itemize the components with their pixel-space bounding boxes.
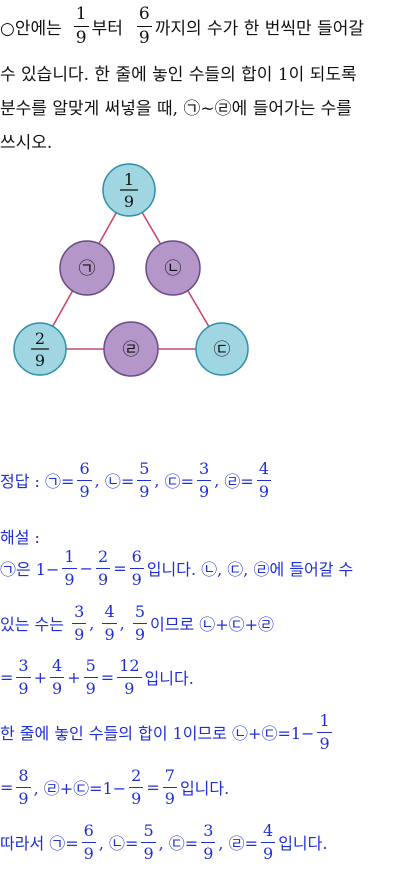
circle-bottom <box>103 321 159 377</box>
left-numerator: 2 <box>35 329 45 348</box>
mid-right-label: ㉡ <box>165 259 182 279</box>
solution-title: 해설 : <box>0 528 40 547</box>
question-line-4: 쓰시오. <box>0 133 53 153</box>
answer-4-label: ㉣= <box>224 472 254 491</box>
mid-left-label: ㉠ <box>79 259 96 279</box>
circle-mid-left <box>59 240 115 296</box>
question-line-3: 분수를 알맞게 써넣을 때, ㉠~㉣에 들어가는 수를 <box>0 99 352 119</box>
circle-right <box>195 322 249 376</box>
triangle-diagram: 1 9 2 9 ㉠ ㉡ ㉢ ㉣ <box>13 163 249 377</box>
top-numerator: 1 <box>124 170 134 189</box>
bottom-label: ㉣ <box>123 340 140 360</box>
answer-3-label: ㉢= <box>164 472 195 491</box>
question-text: 부터 <box>91 19 123 39</box>
answer-label: 정답 : <box>0 472 40 491</box>
right-label: ㉢ <box>214 340 231 360</box>
answer-2-label: ㉡= <box>104 472 135 491</box>
left-denominator: 9 <box>35 351 45 370</box>
answer-1-label: ㉠= <box>45 472 75 491</box>
top-denominator: 9 <box>124 192 134 211</box>
question-line-2: 수 있습니다. 한 줄에 놓인 수들의 합이 1이 되도록 <box>0 65 357 85</box>
circle-mid-right <box>145 240 201 296</box>
question-text: ○안에는 <box>0 19 62 39</box>
question-text: 까지의 수가 한 번씩만 들어갈 <box>154 19 364 39</box>
